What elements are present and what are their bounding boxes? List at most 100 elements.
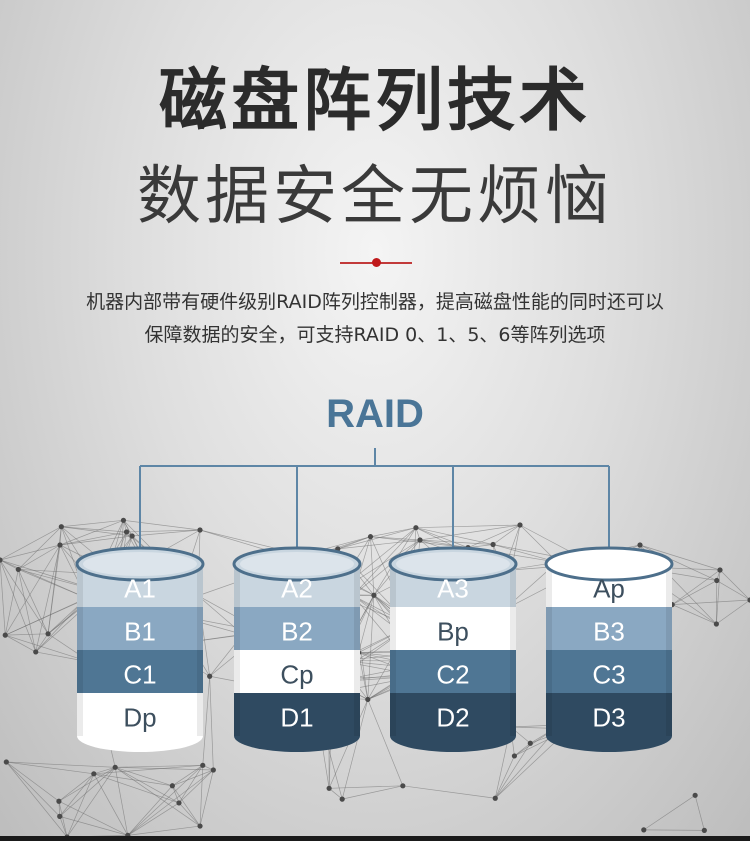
network-line [342,785,403,800]
disk-label: A1 [124,574,156,604]
network-line [5,634,36,653]
network-line [671,569,721,605]
network-line [127,785,173,836]
disk-top [544,546,674,582]
network-node [365,696,371,703]
network-line [127,769,214,836]
network-line [643,795,696,831]
network-line [17,569,37,652]
network-node [207,673,213,679]
disk-top-highlight [240,552,354,576]
network-line [415,527,494,545]
disk-segment [234,693,360,736]
network-node [169,783,175,789]
network-node [120,517,127,523]
network-line [6,761,94,775]
network-line [127,825,201,836]
disk-label: B3 [593,617,625,647]
network-line [328,788,343,800]
network-line [4,544,61,636]
description-line-1: 机器内部带有硬件级别RAID阵列控制器，提高磁盘性能的同时还可以 [86,291,664,313]
network-line [0,559,19,570]
network-line [419,539,469,548]
disk-top [388,546,518,582]
network-line [115,764,203,768]
disk-shade-right [354,564,360,736]
disk-label: D2 [436,703,469,733]
disk-top [232,546,362,582]
network-line [93,773,129,836]
network-node [197,527,203,533]
disk-label: Dp [123,703,156,733]
network-line [178,765,204,804]
network-line [719,569,750,601]
disk-top [75,546,205,582]
disk-label: C1 [123,660,156,690]
disk-label: C2 [436,660,469,690]
raid-label: RAID [326,392,424,436]
network-line [6,761,60,802]
disk-segment [77,693,203,736]
network-node [413,525,419,531]
network-node [176,800,182,806]
network-line [672,580,717,605]
bottom-bar [0,836,750,841]
network-line [61,519,124,528]
disk-segment [77,607,203,650]
page-title: 磁盘阵列技术 [158,62,591,141]
network-node [747,597,750,603]
network-node [637,542,643,548]
network-node [371,592,377,598]
network-line [18,544,61,570]
disk-shade-right [510,564,516,736]
network-line [178,802,201,827]
network-line [127,765,204,836]
network-line [114,767,129,836]
network-line [47,544,61,634]
network-line [59,519,124,546]
network-line [639,544,717,581]
network-line [716,569,721,625]
network-node [200,762,206,768]
network-line [127,802,180,836]
disk-top-highlight [552,552,666,576]
disk-label: Bp [437,617,469,647]
network-line [59,531,127,546]
network-line [494,755,515,799]
disk-label: B1 [124,617,156,647]
network-line [93,766,116,775]
disk-segment [390,693,516,736]
network-node [641,827,647,833]
network-line [514,742,531,757]
network-line [93,773,180,804]
network-line [58,773,95,802]
network-line [0,544,61,561]
disk-segment [234,650,360,693]
network-node [210,767,216,773]
disk-label: A3 [437,574,469,604]
network-line [370,536,375,596]
disk-label: C3 [592,660,625,690]
network-line [61,526,127,533]
network-node [511,753,518,759]
network-line [419,539,494,545]
network-line [370,527,416,537]
network-node [3,759,9,765]
network-node [490,541,496,548]
network-line [352,539,421,596]
divider-dot [372,258,381,267]
network-line [415,524,521,529]
network-node [0,557,3,563]
disk-segment [546,693,672,736]
disk-top-highlight [83,552,197,576]
disk-label: B2 [281,617,313,647]
network-line [59,816,128,836]
network-node [123,529,130,535]
network-line [419,524,521,541]
network-line [114,767,201,827]
disk-shade-left [546,564,552,736]
